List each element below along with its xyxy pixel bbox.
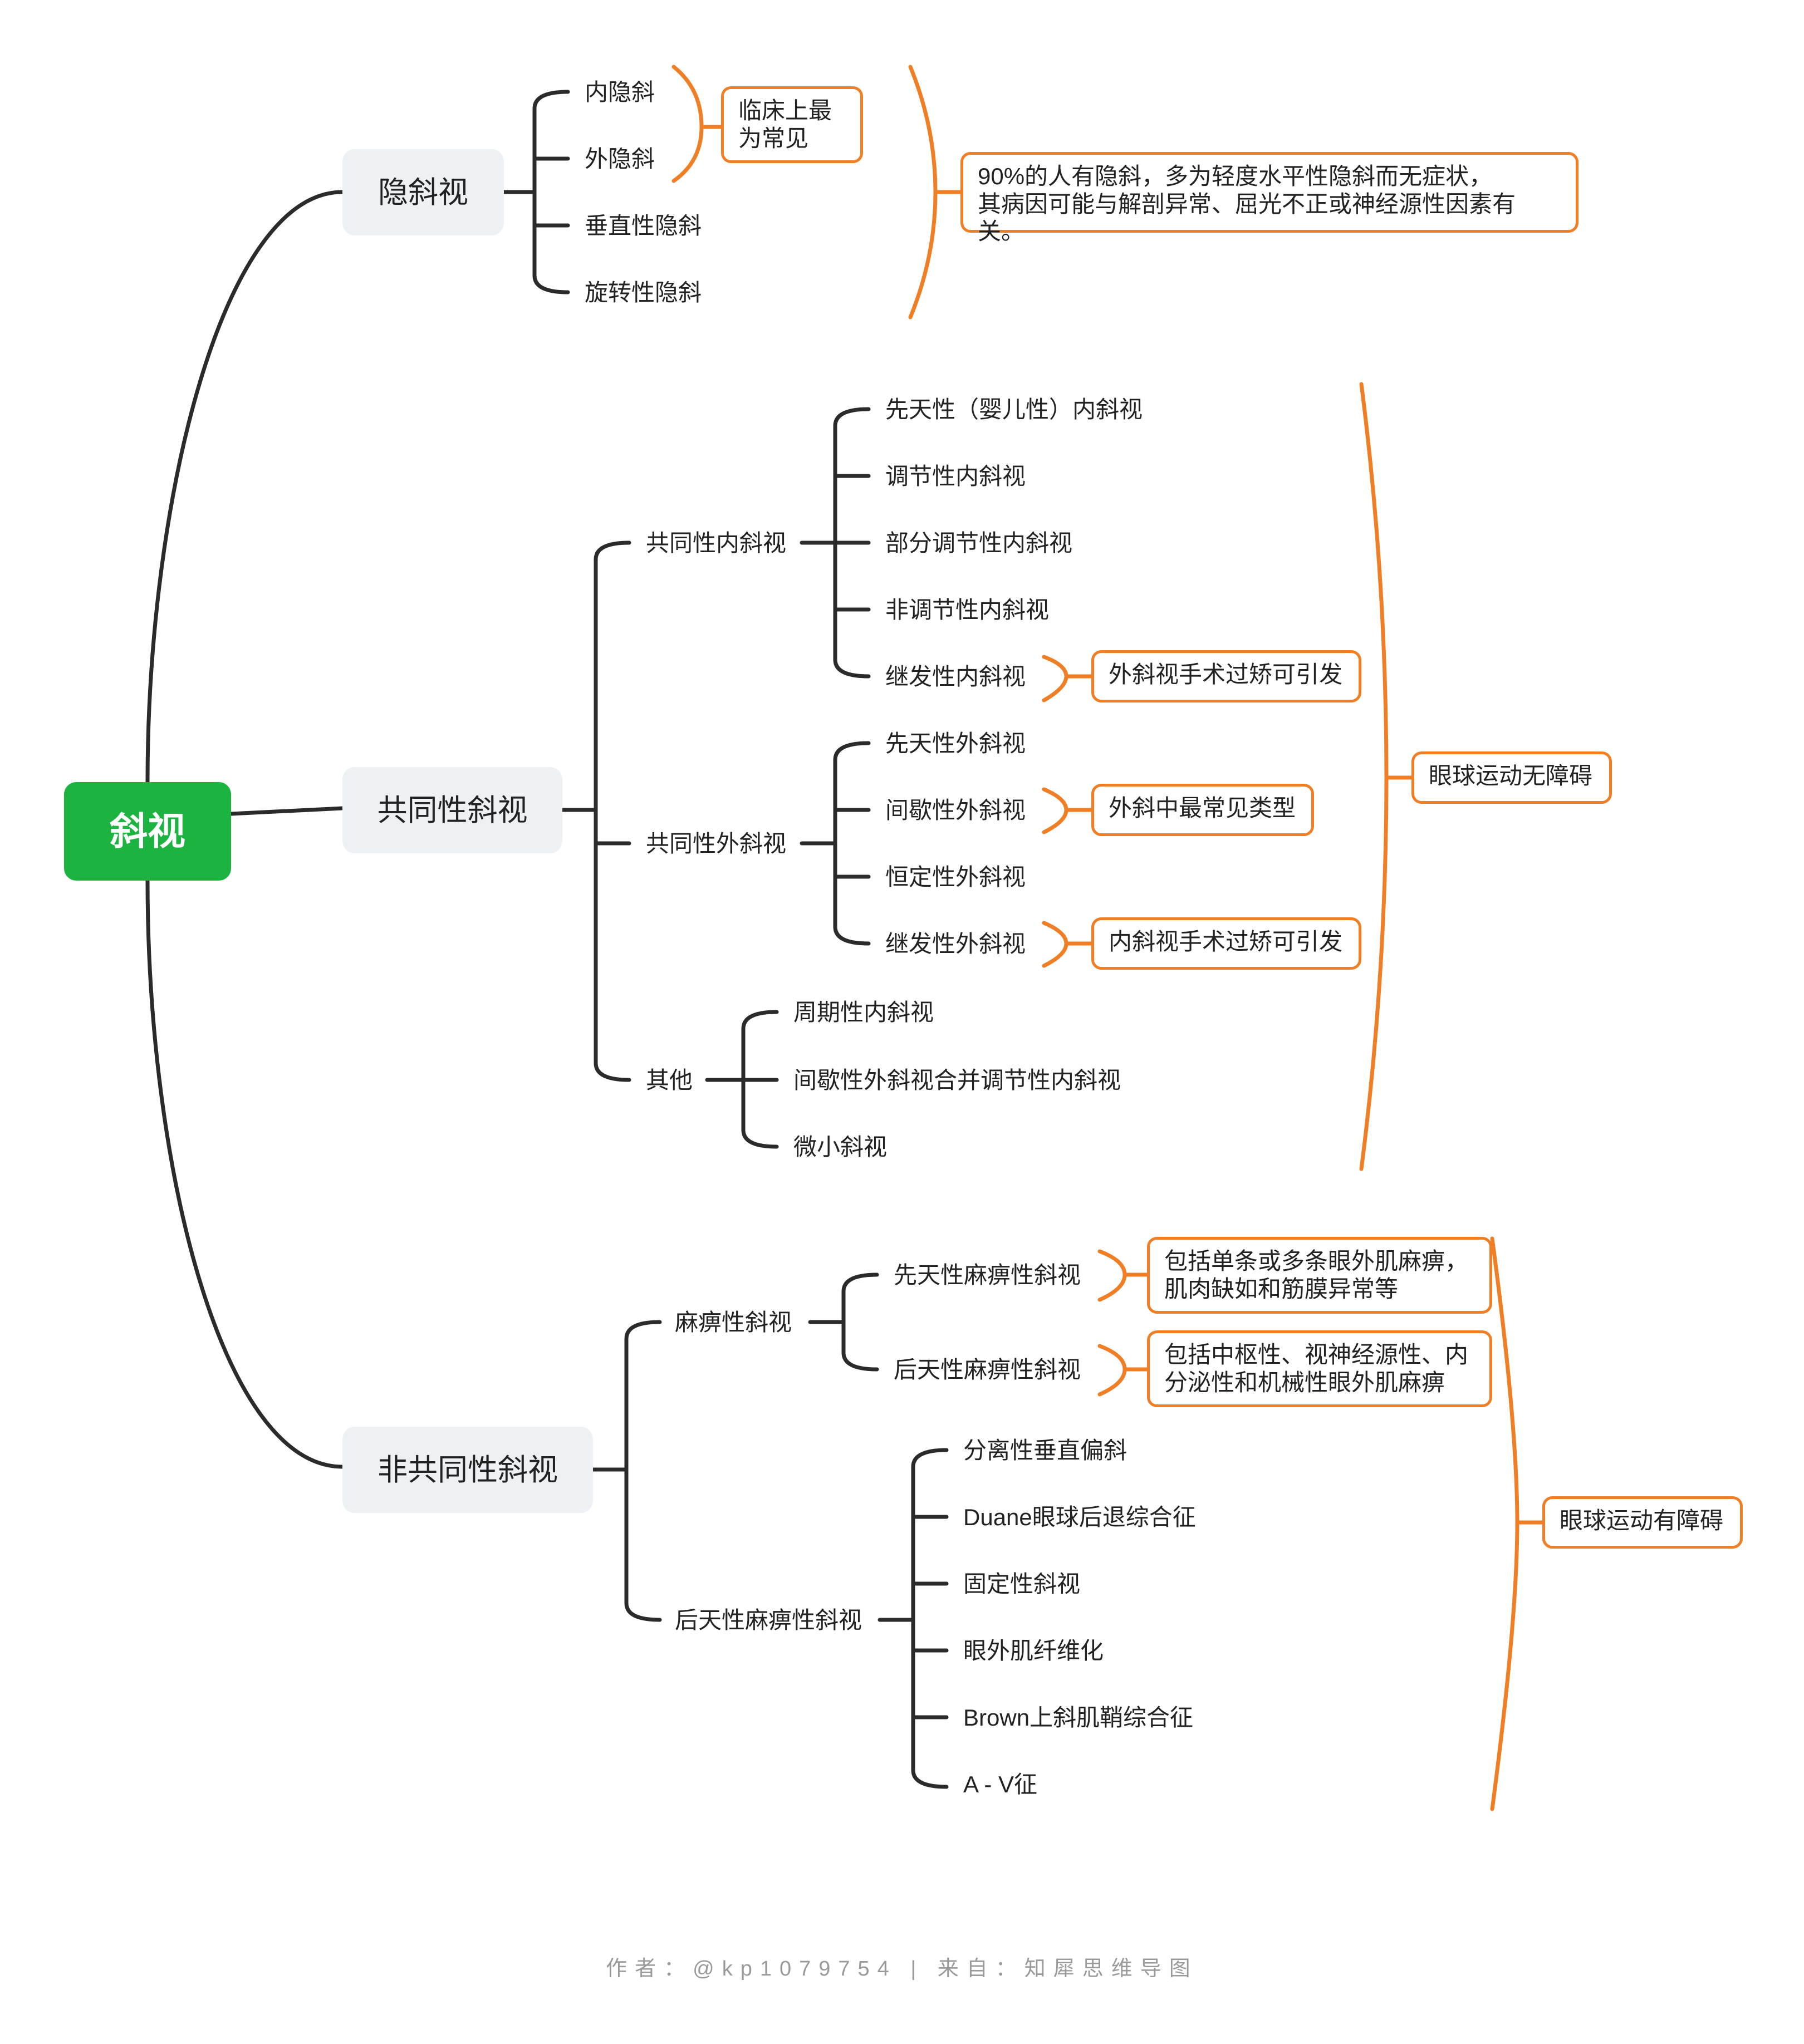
leaf-acquired-3[interactable]: 固定性斜视 xyxy=(963,1571,1081,1597)
subbranch-comitant-other[interactable]: 其他 xyxy=(646,1067,693,1093)
note-paralytic-acquired: 包括中枢性、视神经源性、内 分泌性和机械性眼外肌麻痹 xyxy=(1147,1330,1492,1407)
note-incomitant-summary: 眼球运动有障碍 xyxy=(1542,1496,1743,1549)
leaf-eso-2[interactable]: 调节性内斜视 xyxy=(885,463,1026,489)
leaf-other-1[interactable]: 周期性内斜视 xyxy=(793,999,934,1025)
note-latent-common: 临床上最 为常见 xyxy=(721,86,863,163)
subbranch-paralytic[interactable]: 麻痹性斜视 xyxy=(675,1309,792,1335)
note-exo-intermittent: 外斜中最常见类型 xyxy=(1091,784,1314,836)
subbranch-comitant-exotropia[interactable]: 共同性外斜视 xyxy=(646,831,787,857)
leaf-acquired-6[interactable]: A - V征 xyxy=(963,1771,1038,1797)
note-comitant-summary: 眼球运动无障碍 xyxy=(1411,751,1612,804)
leaf-eso-3[interactable]: 部分调节性内斜视 xyxy=(885,530,1073,556)
subbranch-acquired-paralytic[interactable]: 后天性麻痹性斜视 xyxy=(675,1607,862,1633)
leaf-other-3[interactable]: 微小斜视 xyxy=(793,1134,888,1160)
leaf-latent-1[interactable]: 内隐斜 xyxy=(585,79,655,105)
leaf-acquired-5[interactable]: Brown上斜肌鞘综合征 xyxy=(963,1704,1194,1731)
leaf-exo-1[interactable]: 先天性外斜视 xyxy=(885,730,1026,756)
note-exo-secondary: 内斜视手术过矫可引发 xyxy=(1091,917,1361,970)
note-eso-secondary: 外斜视手术过矫可引发 xyxy=(1091,650,1361,702)
leaf-other-2[interactable]: 间歇性外斜视合并调节性内斜视 xyxy=(793,1067,1121,1093)
leaf-latent-4[interactable]: 旋转性隐斜 xyxy=(585,279,702,306)
leaf-exo-3[interactable]: 恒定性外斜视 xyxy=(885,864,1026,890)
note-latent-summary: 90%的人有隐斜，多为轻度水平性隐斜而无症状， 其病因可能与解剖异常、屈光不正或… xyxy=(960,152,1578,244)
leaf-acquired-4[interactable]: 眼外肌纤维化 xyxy=(963,1638,1104,1664)
leaf-eso-5[interactable]: 继发性内斜视 xyxy=(885,664,1026,690)
leaf-latent-2[interactable]: 外隐斜 xyxy=(585,146,655,172)
subbranch-comitant-esotropia[interactable]: 共同性内斜视 xyxy=(646,530,787,556)
branch-latent-strabismus[interactable]: 隐斜视 xyxy=(342,149,504,235)
leaf-paralytic-congenital[interactable]: 先天性麻痹性斜视 xyxy=(894,1262,1081,1288)
leaf-latent-3[interactable]: 垂直性隐斜 xyxy=(585,213,702,239)
branch-comitant-strabismus[interactable]: 共同性斜视 xyxy=(342,767,562,853)
leaf-eso-1[interactable]: 先天性（婴儿性）内斜视 xyxy=(885,396,1143,422)
leaf-exo-4[interactable]: 继发性外斜视 xyxy=(885,931,1026,957)
leaf-exo-2[interactable]: 间歇性外斜视 xyxy=(885,797,1026,823)
root-node[interactable]: 斜视 xyxy=(64,782,231,881)
footer-credit: 作者：@kp1079754 | 来自：知犀思维导图 xyxy=(606,1957,1198,1981)
branch-incomitant-strabismus[interactable]: 非共同性斜视 xyxy=(342,1427,593,1513)
leaf-acquired-1[interactable]: 分离性垂直偏斜 xyxy=(963,1437,1128,1463)
leaf-eso-4[interactable]: 非调节性内斜视 xyxy=(885,597,1050,623)
leaf-acquired-2[interactable]: Duane眼球后退综合征 xyxy=(963,1504,1196,1530)
leaf-paralytic-acquired[interactable]: 后天性麻痹性斜视 xyxy=(894,1357,1081,1383)
note-paralytic-congenital: 包括单条或多条眼外肌麻痹， 肌肉缺如和筋膜异常等 xyxy=(1147,1237,1492,1314)
